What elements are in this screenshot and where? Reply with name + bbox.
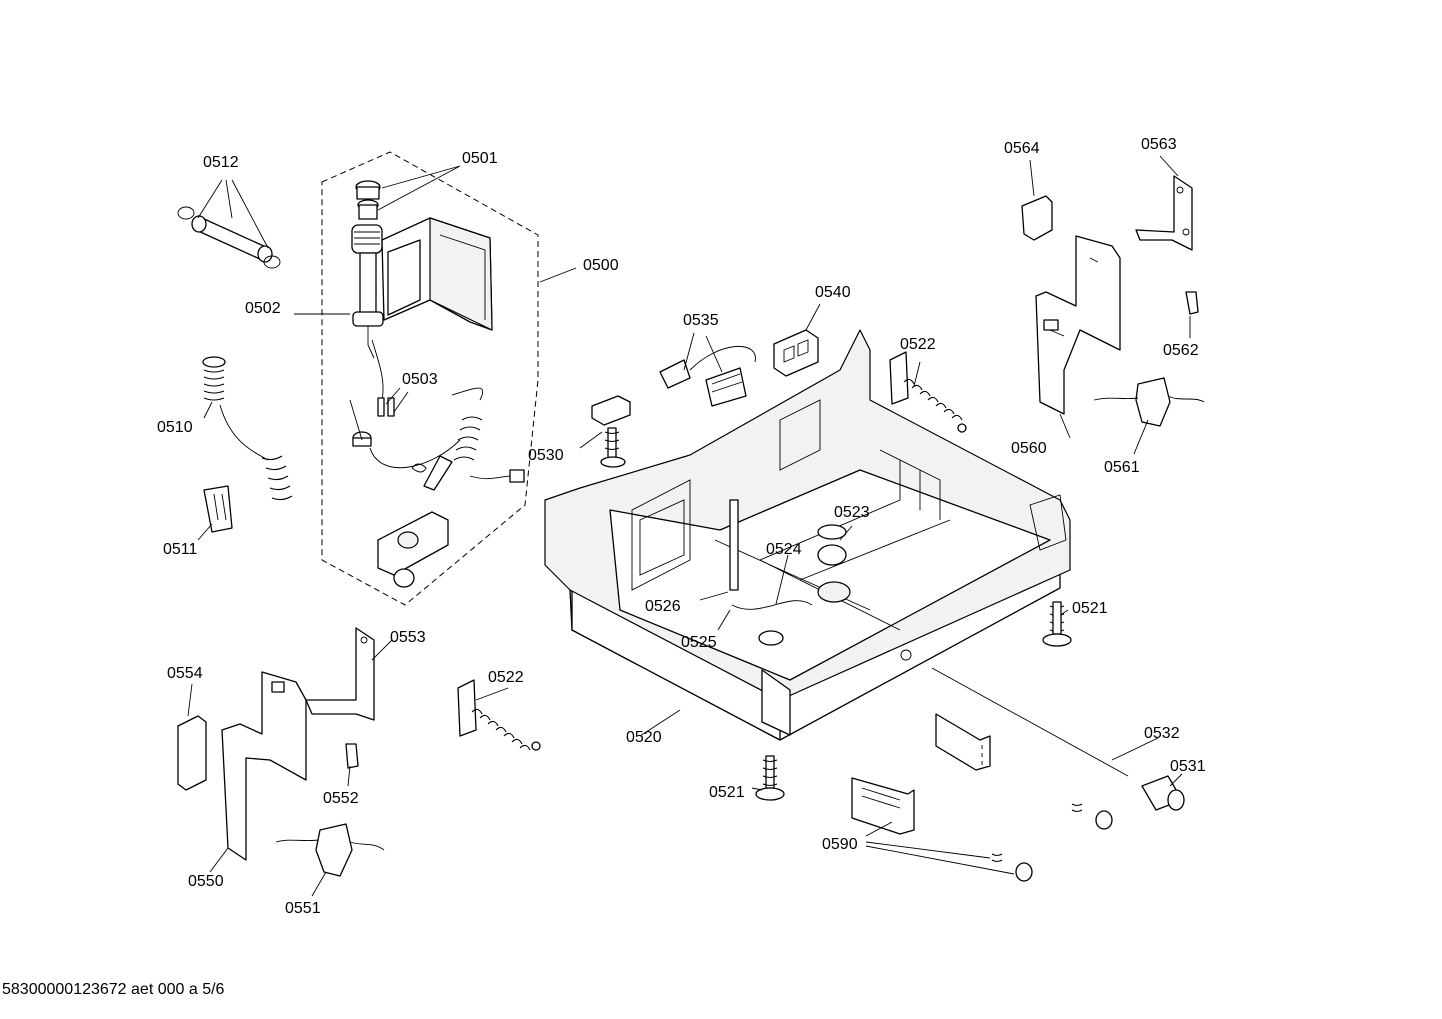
part-0522-spring-upper bbox=[889, 351, 967, 433]
part-0521-foot-bottom bbox=[755, 755, 785, 801]
part-0560-hinge-plate bbox=[1035, 235, 1121, 415]
label-0561: 0561 bbox=[1104, 459, 1140, 476]
label-0524: 0524 bbox=[766, 541, 802, 558]
part-0531-knob bbox=[1141, 775, 1185, 811]
label-0512: 0512 bbox=[203, 154, 239, 171]
part-0550-hinge-plate bbox=[221, 671, 307, 861]
part-0553-hinge-arm bbox=[305, 627, 375, 721]
part-0501-nut bbox=[355, 180, 381, 220]
part-0540-connector bbox=[773, 329, 819, 377]
label-0526: 0526 bbox=[645, 598, 681, 615]
leader-lines bbox=[187, 155, 1191, 897]
part-0510-spring-hose bbox=[202, 356, 293, 501]
document-id-footer: 58300000123672 aet 000 a 5/6 bbox=[2, 981, 225, 998]
label-0503: 0503 bbox=[402, 371, 438, 388]
part-0503-wires bbox=[352, 339, 395, 447]
part-labels: 0512 0501 0500 0502 0503 0510 0511 0535 … bbox=[157, 136, 1206, 917]
label-0521-right: 0521 bbox=[1072, 600, 1108, 617]
label-0510: 0510 bbox=[157, 419, 193, 436]
part-0525-spring-clip bbox=[731, 600, 813, 646]
label-0525: 0525 bbox=[681, 634, 717, 651]
label-0562: 0562 bbox=[1163, 342, 1199, 359]
label-0502: 0502 bbox=[245, 300, 281, 317]
part-0512-hose bbox=[177, 206, 281, 269]
label-0590: 0590 bbox=[822, 836, 858, 853]
part-0520-base bbox=[544, 329, 1071, 741]
label-0564: 0564 bbox=[1004, 140, 1040, 157]
part-0590-hardware bbox=[851, 777, 1113, 882]
part-0502-aquastop-valve bbox=[351, 224, 384, 359]
part-valve-bracket bbox=[377, 511, 449, 588]
label-0530: 0530 bbox=[528, 447, 564, 464]
part-0554-cover bbox=[177, 715, 207, 791]
label-0560: 0560 bbox=[1011, 440, 1047, 457]
label-0511: 0511 bbox=[163, 541, 198, 558]
label-0554: 0554 bbox=[167, 665, 203, 682]
label-0500: 0500 bbox=[583, 257, 619, 274]
part-0500-cover bbox=[381, 217, 493, 331]
label-0553: 0553 bbox=[390, 629, 426, 646]
assembly-hose bbox=[369, 387, 525, 491]
part-0521-foot-right bbox=[1042, 601, 1072, 647]
label-0521-bottom: 0521 bbox=[709, 784, 745, 801]
label-0522-lower: 0522 bbox=[488, 669, 524, 686]
part-0530-block-screw bbox=[591, 395, 631, 468]
part-0531-bracket bbox=[935, 713, 991, 771]
label-0535: 0535 bbox=[683, 312, 719, 329]
part-0563-hinge-arm bbox=[1135, 175, 1193, 251]
part-0522-spring-lower bbox=[457, 679, 541, 751]
part-0523-seals bbox=[817, 524, 851, 603]
label-0523: 0523 bbox=[834, 504, 870, 521]
label-0531: 0531 bbox=[1170, 758, 1206, 775]
label-0550: 0550 bbox=[188, 873, 224, 890]
label-0520: 0520 bbox=[626, 729, 662, 746]
part-0511-clip bbox=[203, 485, 233, 533]
part-0552-clip bbox=[345, 743, 359, 769]
label-0552: 0552 bbox=[323, 790, 359, 807]
assembly-0500-boundary bbox=[321, 151, 539, 606]
part-0561-motor bbox=[1093, 377, 1205, 427]
label-0540: 0540 bbox=[815, 284, 851, 301]
part-0551-motor bbox=[275, 823, 385, 877]
label-0501: 0501 bbox=[462, 150, 498, 167]
part-0532-rod bbox=[931, 667, 1129, 777]
label-0532: 0532 bbox=[1144, 725, 1180, 742]
label-0563: 0563 bbox=[1141, 136, 1177, 153]
part-0562-clip bbox=[1185, 291, 1199, 315]
part-0564-cover bbox=[1021, 195, 1053, 241]
part-0535-wire-harness bbox=[659, 345, 756, 407]
label-0551: 0551 bbox=[285, 900, 321, 917]
label-0522-upper: 0522 bbox=[900, 336, 936, 353]
